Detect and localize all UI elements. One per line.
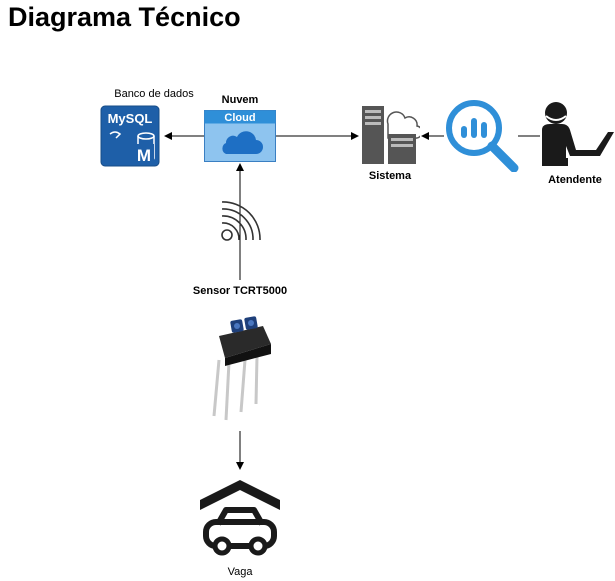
wireless-signal-icon xyxy=(218,200,262,244)
attendant-label: Atendente xyxy=(548,174,602,186)
cloud-icon: Cloud xyxy=(204,110,276,162)
person-at-desk-icon xyxy=(540,100,614,170)
sensor-label: Sensor TCRT5000 xyxy=(192,285,288,297)
ir-sensor-icon xyxy=(205,312,277,424)
mysql-badge-text: M xyxy=(137,146,151,165)
cloud-icon-text: Cloud xyxy=(224,112,255,124)
analytics-search-icon xyxy=(444,98,520,173)
mysql-database-icon: MySQL M xyxy=(100,104,162,168)
server-icon xyxy=(360,104,423,166)
cloud-label: Nuvem xyxy=(221,94,259,106)
page-title: Diagrama Técnico xyxy=(8,2,241,32)
garage-car-icon xyxy=(196,476,284,560)
mysql-logo-text: MySQL xyxy=(108,111,153,126)
system-label: Sistema xyxy=(368,170,412,182)
database-label: Banco de dados xyxy=(114,88,194,100)
parking-label: Vaga xyxy=(227,566,253,578)
